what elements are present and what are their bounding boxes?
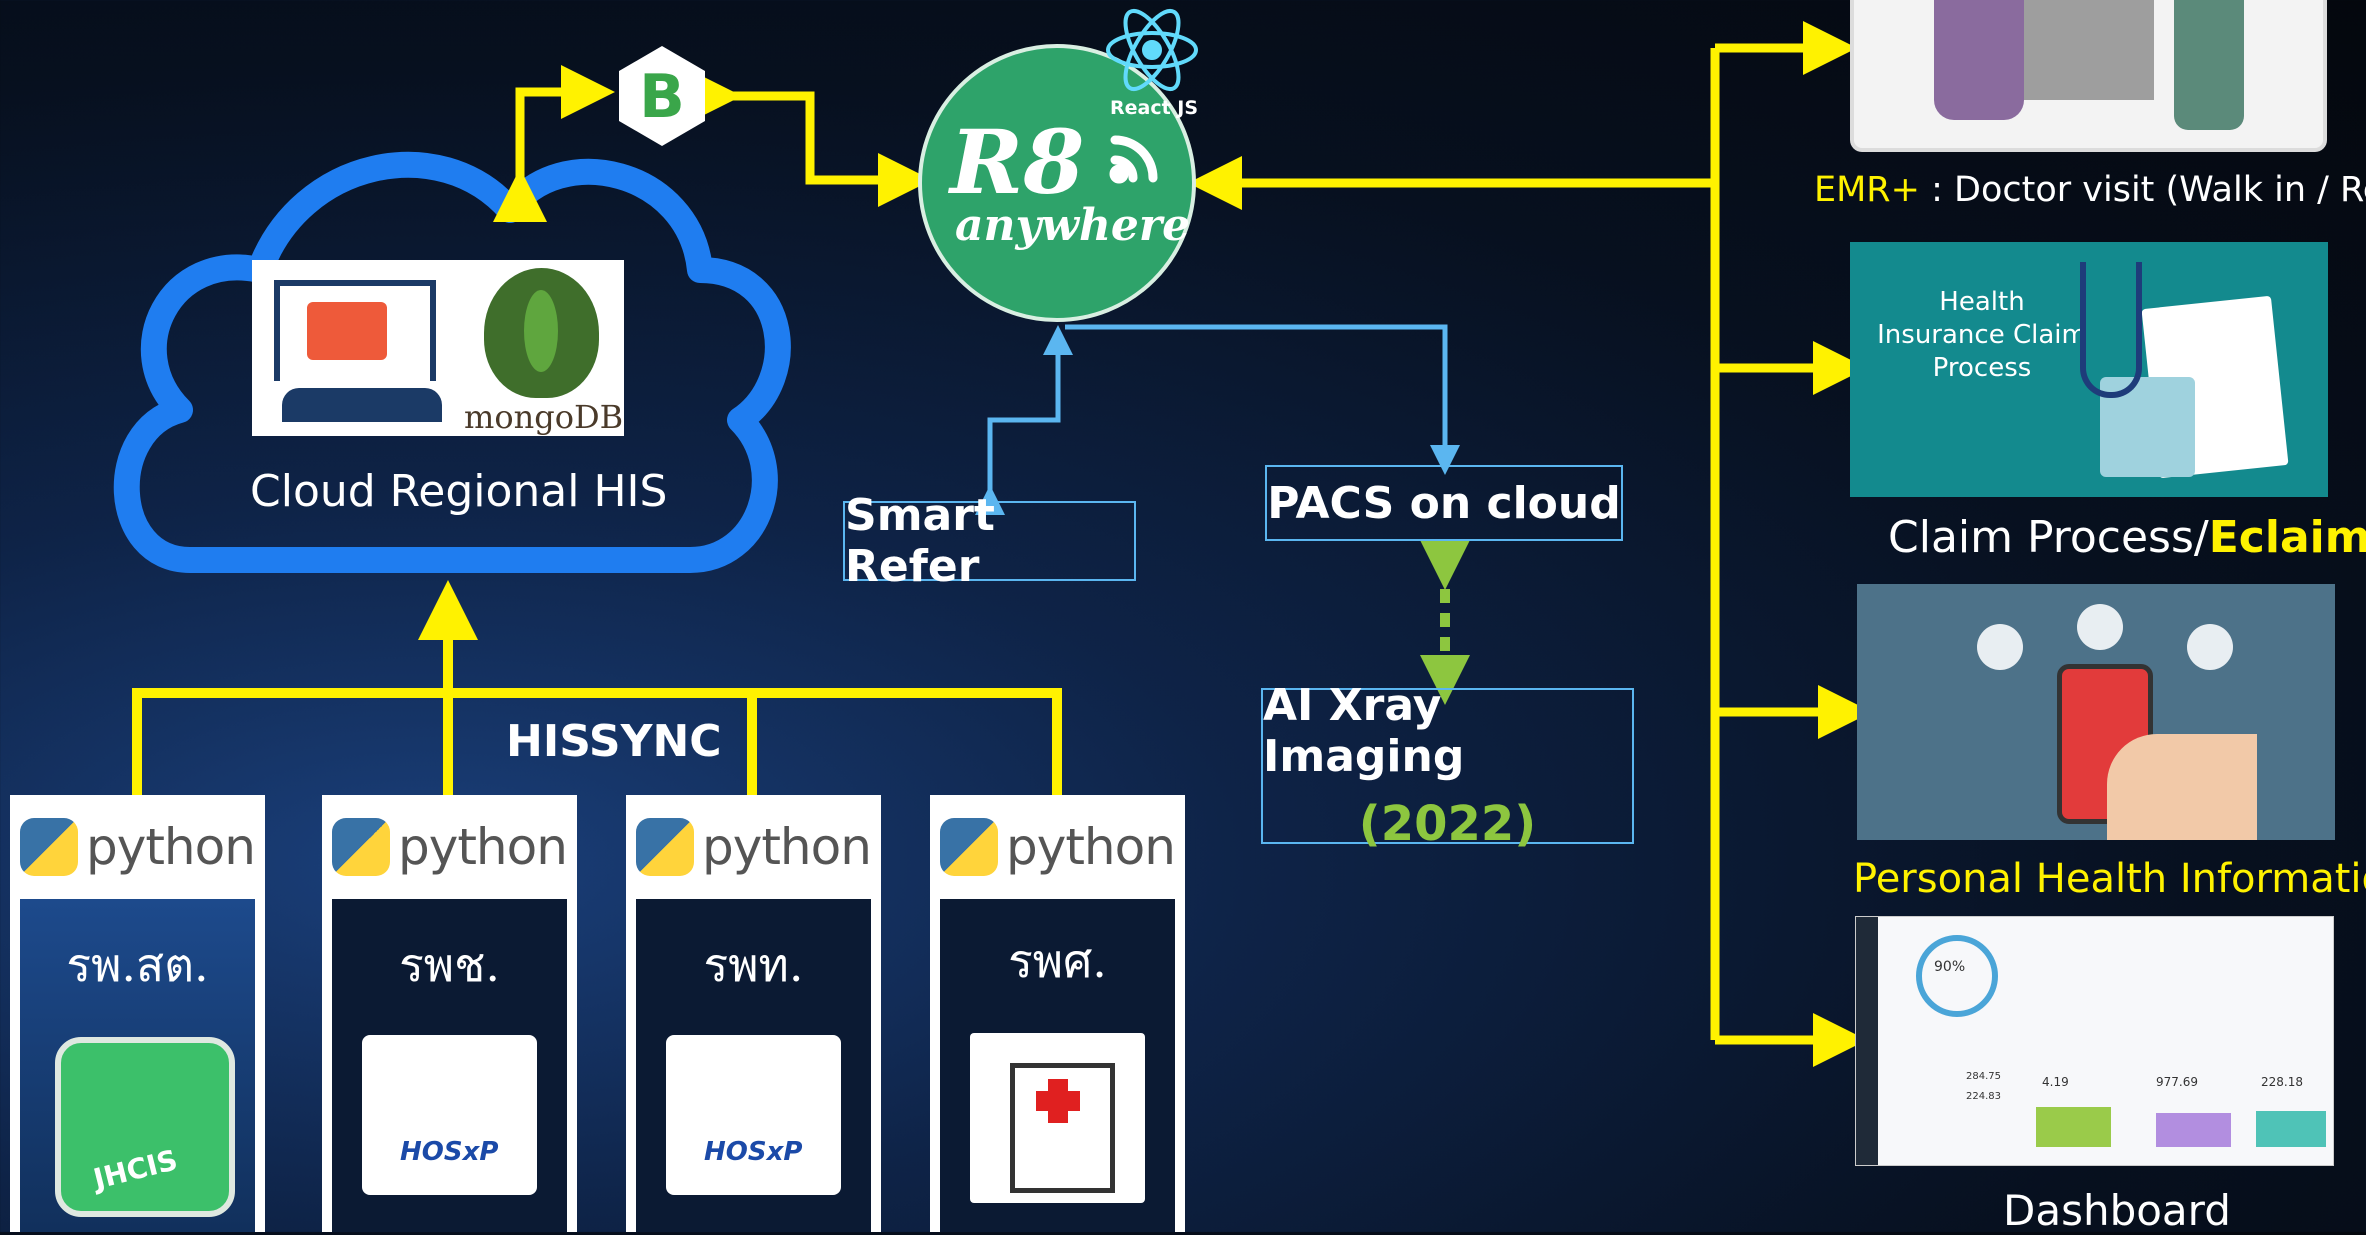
react-label: React JS — [1110, 97, 1199, 119]
pill-icon — [1977, 624, 2023, 670]
stethoscope-icon — [2080, 262, 2142, 398]
desk-figure — [2024, 0, 2154, 100]
wifi-icon — [1109, 135, 1158, 184]
ai-xray-year: (2022) — [1358, 796, 1537, 852]
cloud-to-blockchain-arrow — [493, 65, 615, 222]
hub-title: R8 — [950, 110, 1085, 214]
source-name: รพช. — [399, 938, 500, 992]
hand-icon — [2107, 734, 2257, 840]
source-name: รพท. — [703, 938, 804, 992]
dashboard-bar-teal — [2256, 1111, 2326, 1147]
emr-text: : Doctor visit (Walk in / Refer) — [1931, 170, 2366, 210]
dashboard-gauge-value: 90% — [1934, 959, 1966, 975]
phi-image — [1857, 584, 2335, 840]
dashboard-value: 224.83 — [1966, 1091, 2001, 1102]
source-card-rpch: python รพช. HOSxP — [322, 795, 577, 1232]
source-name: รพศ. — [1008, 934, 1107, 988]
source-card-rpt: python รพท. HOSxP — [626, 795, 881, 1232]
doctor-figure — [2174, 0, 2244, 130]
hosxp-logo: HOSxP — [362, 1035, 537, 1195]
svg-text:B: B — [639, 62, 685, 132]
dashboard-sidebar — [1856, 917, 1878, 1165]
people-icon — [282, 388, 442, 422]
python-icon — [332, 818, 390, 876]
claim-image-title: Health Insurance Claim Process — [1877, 287, 2087, 383]
hosxp-label: HOSxP — [704, 1137, 803, 1167]
mongodb-label: mongoDB — [464, 398, 624, 436]
hosxp-logo: HOSxP — [666, 1035, 841, 1195]
claim-prefix: Claim Process/ — [1888, 512, 2209, 563]
python-label: python — [398, 818, 568, 876]
phi-caption: Personal Health Information — [1853, 856, 2366, 902]
pacs-arrow — [1065, 324, 1460, 475]
smart-refer-arrow — [975, 325, 1073, 515]
source-card-rps: python รพศ. — [930, 795, 1185, 1232]
dashboard-value: 977.69 — [2156, 1075, 2198, 1089]
emr-prefix: EMR+ — [1814, 170, 1920, 210]
python-label: python — [1006, 818, 1176, 876]
python-logo: python — [10, 795, 265, 899]
dashboard-value: 228.18 — [2261, 1075, 2303, 1089]
claim-highlight: Eclaim — [2208, 512, 2366, 563]
blockchain-to-hub-arrow — [688, 69, 932, 207]
emr-caption: EMR+ : Doctor visit (Walk in / Refer) — [1814, 170, 2366, 210]
jhcis-logo: JHCIS — [55, 1037, 235, 1217]
python-icon — [636, 818, 694, 876]
cloud-services-image: mongoDB — [252, 260, 624, 436]
dashboard-value: 284.75 — [1966, 1071, 2001, 1082]
pill-icon — [2077, 604, 2123, 650]
python-label: python — [702, 818, 872, 876]
python-logo: python — [626, 795, 881, 899]
jhcis-label: JHCIS — [90, 1143, 181, 1196]
mongodb-icon — [484, 268, 599, 398]
dashboard-bar-green — [2036, 1107, 2111, 1147]
source-card-rpst: python รพ.สต. JHCIS — [10, 795, 265, 1232]
blockchain-icon — [619, 46, 705, 146]
dashboard-bar-purple — [2156, 1113, 2231, 1147]
pacs-box: PACS on cloud — [1265, 465, 1623, 541]
r8-hub — [918, 44, 1196, 322]
hissync-bus — [132, 688, 1062, 795]
smart-refer-label: Smart Refer — [845, 490, 995, 592]
patient-figure — [1934, 0, 2024, 120]
pacs-label: PACS on cloud — [1267, 477, 1621, 529]
hosxp-label: HOSxP — [400, 1137, 499, 1167]
claim-image: Health Insurance Claim Process — [1850, 242, 2328, 497]
emr-image — [1850, 0, 2327, 152]
ai-xray-box: AI Xray Imaging (2022) — [1261, 680, 1634, 852]
presentation-icon — [274, 280, 436, 381]
dashboard-gauge — [1916, 935, 1998, 1017]
hospital-icon — [970, 1033, 1145, 1203]
pill-icon — [2187, 624, 2233, 670]
id-card-icon — [307, 302, 387, 360]
python-icon — [20, 818, 78, 876]
ai-xray-label: AI Xray Imaging — [1263, 680, 1465, 782]
smart-refer-box: Smart Refer — [843, 490, 1136, 592]
dashboard-caption: Dashboard — [2003, 1186, 2231, 1235]
dashboard-value: 4.19 — [2042, 1075, 2069, 1089]
source-name: รพ.สต. — [66, 938, 209, 992]
hissync-label: HISSYNC — [506, 716, 722, 767]
cloud-title: Cloud Regional HIS — [250, 466, 668, 517]
python-icon — [940, 818, 998, 876]
dashboard-image: 90% 4.19 977.69 228.18 284.75 224.83 — [1855, 916, 2334, 1166]
claim-caption: Claim Process/Eclaim — [1888, 512, 2366, 563]
hub-subtitle: anywhere — [955, 200, 1191, 251]
python-label: python — [86, 818, 256, 876]
python-logo: python — [930, 795, 1185, 899]
python-logo: python — [322, 795, 577, 899]
